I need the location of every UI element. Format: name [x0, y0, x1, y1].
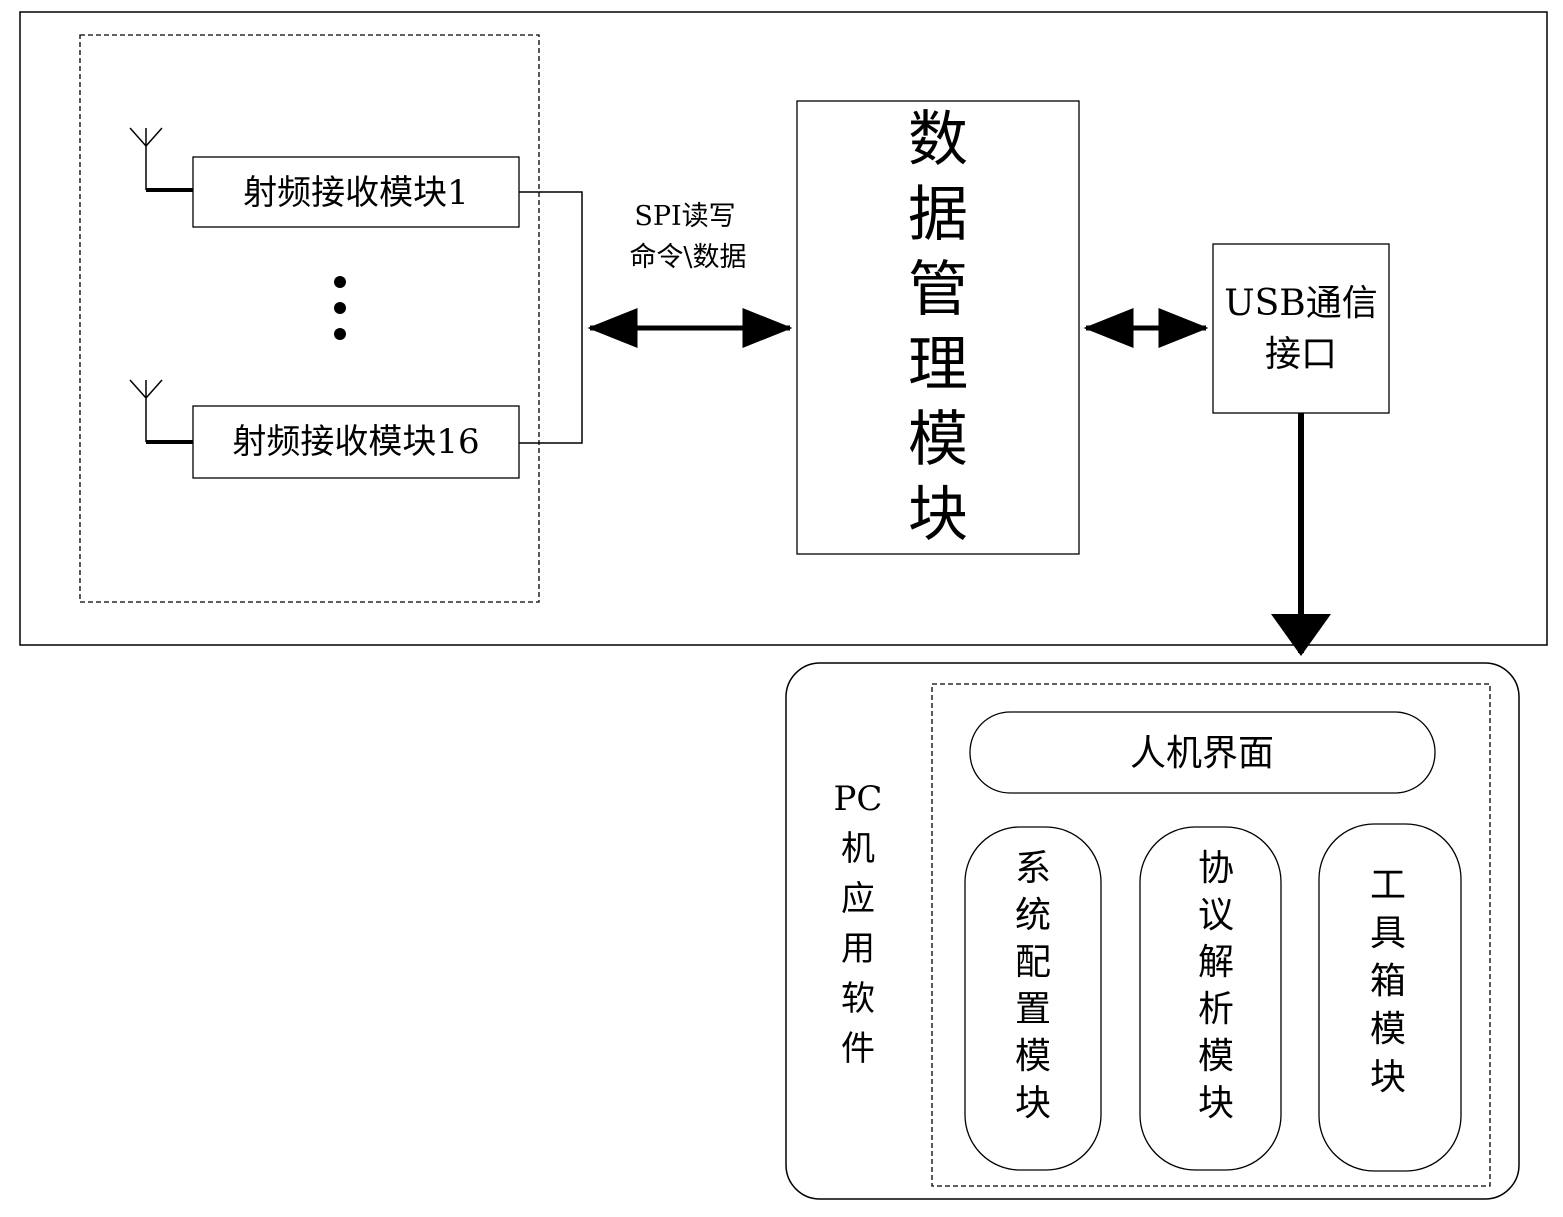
rf-module-16-label: 射频接收模块16: [232, 422, 479, 462]
svg-text:配: 配: [1015, 942, 1051, 983]
svg-text:PC: PC: [834, 779, 883, 819]
toolbox-module-label: 工 具 箱 模 块: [1370, 865, 1406, 1098]
svg-text:模: 模: [1198, 1036, 1234, 1077]
spi-bus-line: [519, 192, 582, 443]
svg-text:议: 议: [1198, 895, 1234, 936]
svg-text:工: 工: [1370, 865, 1406, 906]
antenna-icon: [130, 128, 193, 190]
pc-software-label: PC 机 应 用 软 件: [834, 779, 883, 1069]
svg-text:件: 件: [841, 1029, 875, 1069]
svg-text:置: 置: [1015, 989, 1051, 1030]
antenna-icon: [130, 380, 193, 442]
svg-text:块: 块: [1198, 1083, 1234, 1124]
svg-text:机: 机: [841, 829, 875, 869]
svg-text:系: 系: [1015, 848, 1051, 889]
svg-text:统: 统: [1015, 895, 1051, 936]
svg-text:模: 模: [908, 405, 968, 475]
svg-text:模: 模: [1370, 1009, 1406, 1050]
hmi-module-label: 人机界面: [1130, 733, 1274, 774]
svg-text:析: 析: [1198, 989, 1234, 1030]
svg-text:块: 块: [1370, 1057, 1406, 1098]
svg-text:协: 协: [1198, 848, 1234, 889]
svg-text:理: 理: [908, 330, 968, 400]
spi-label-line1: SPI读写: [634, 201, 735, 232]
svg-text:解: 解: [1198, 942, 1234, 983]
rf-module-1-label: 射频接收模块1: [243, 173, 469, 213]
svg-text:管: 管: [908, 255, 968, 325]
ellipsis-dots: [334, 276, 346, 340]
svg-text:据: 据: [908, 180, 968, 250]
spi-label-line2: 命令\数据: [629, 242, 746, 273]
svg-text:模: 模: [1015, 1036, 1051, 1077]
svg-text:块: 块: [908, 480, 968, 550]
usb-label-line2: 接口: [1265, 334, 1337, 375]
svg-text:具: 具: [1370, 913, 1406, 954]
svg-text:数: 数: [908, 105, 968, 175]
usb-label-line1: USB通信: [1224, 283, 1377, 324]
svg-text:块: 块: [1015, 1083, 1051, 1124]
svg-text:用: 用: [841, 929, 875, 969]
svg-text:软: 软: [841, 979, 875, 1019]
svg-text:应: 应: [841, 879, 875, 919]
usb-interface-box: [1213, 244, 1389, 413]
rf-module-group: [80, 35, 539, 602]
svg-text:箱: 箱: [1370, 961, 1406, 1002]
